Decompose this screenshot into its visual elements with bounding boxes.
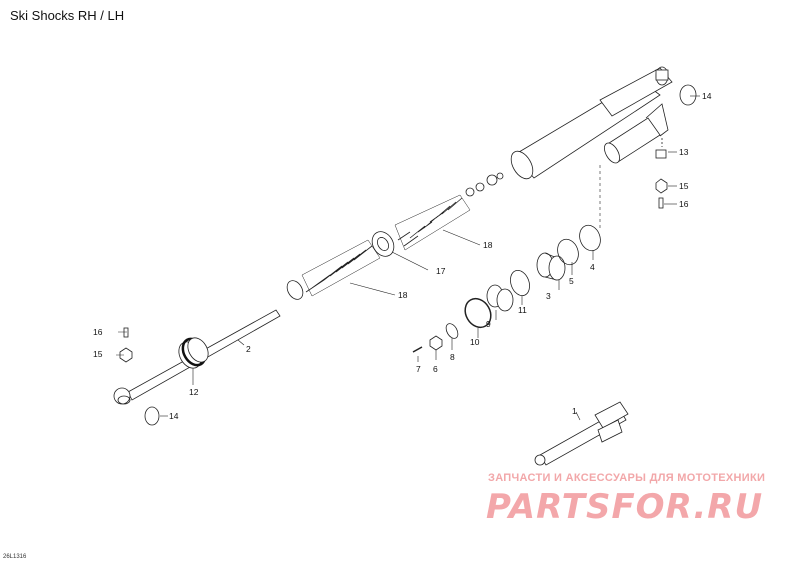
callout-12: 12 [189,387,199,397]
callout-10: 10 [470,337,480,347]
callout-labels: 1 2 3 4 5 6 7 8 9 10 11 12 13 14 14 15 1… [93,91,712,421]
diagram-title: Ski Shocks RH / LH [10,8,125,23]
callout-5: 5 [569,276,574,286]
small-parts-upper [465,172,504,197]
callout-7: 7 [416,364,421,374]
leader-lines [116,95,700,421]
watermark-logo: PARTSFOR.RU [486,487,764,527]
callout-15-lower: 15 [93,349,103,359]
callout-1: 1 [572,406,577,416]
spring-upper [394,194,471,251]
callout-18-lower: 18 [398,290,408,300]
spring-collar [371,231,395,257]
callout-9: 9 [486,319,491,329]
callout-2: 2 [246,344,251,354]
watermark-tagline: ЗАПЧАСТИ И АКСЕССУАРЫ ДЛЯ МОТОТЕХНИКИ [488,472,766,484]
spring-lower [286,239,381,300]
callout-11: 11 [518,305,527,315]
shaft [113,309,281,426]
callout-15-upper: 15 [679,181,689,191]
callout-4: 4 [590,262,595,272]
piston-assembly [412,224,601,353]
callout-16-lower: 16 [93,327,103,337]
shock-assembled [534,401,629,466]
callout-8: 8 [450,352,455,362]
diagram-reference: 26L1316 [3,554,27,560]
callout-13: 13 [679,147,689,157]
callout-16-upper: 16 [679,199,689,209]
callout-18-upper: 18 [483,240,493,250]
fasteners-upper [655,84,697,209]
shock-body [510,66,673,180]
callout-17: 17 [436,266,446,276]
callout-14-lower: 14 [169,411,179,421]
callout-14-upper: 14 [702,91,712,101]
callout-3: 3 [546,291,551,301]
callout-6: 6 [433,364,438,374]
